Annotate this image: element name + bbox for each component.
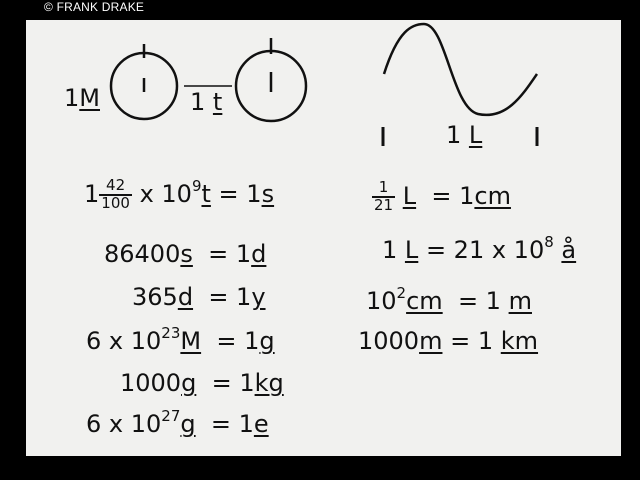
eq-exponent: 8 [544, 233, 554, 251]
eq-result-unit: kg [254, 369, 284, 397]
eq-kilogram-def: 1000g = 1kg [120, 371, 284, 395]
eq-value: 365 [132, 283, 178, 311]
eq-int: 1 [84, 179, 100, 208]
length-label-number: 1 [446, 121, 462, 149]
eq-value: 86400 [104, 240, 181, 268]
eq-equals: = 21 x 10 [425, 236, 545, 264]
fraction-numerator: 42 [99, 177, 132, 196]
eq-prefix: 6 x 10 [86, 327, 162, 355]
time-label: 1 t [190, 90, 222, 114]
eq-unit: g [180, 410, 196, 438]
eq-equals: = 1 [208, 240, 252, 268]
eq-result-unit: cm [474, 181, 511, 210]
eq-equals: = 1 [208, 283, 252, 311]
copyright-credit: © FRANK DRAKE [44, 0, 145, 14]
eq-result-unit: y [251, 283, 266, 311]
fraction-numerator: 1 [372, 179, 396, 198]
eq-value: 1000 [120, 369, 182, 397]
eq-angstrom-def: 1 L = 21 x 108 å [382, 235, 577, 264]
eq-prefix: 6 x 10 [86, 410, 162, 438]
eq-times: x 10 [139, 179, 192, 208]
eq-unit: L [402, 181, 417, 210]
time-unit: t [212, 88, 223, 116]
eq-unit: s [180, 240, 193, 268]
eq-meter-def: 102cm = 1 m [366, 286, 532, 315]
eq-earth-def: 6 x 1027g = 1e [86, 409, 269, 438]
eq-result-unit: å [561, 236, 577, 264]
eq-unit: M [180, 327, 202, 355]
eq-prefix: 10 [366, 287, 397, 315]
eq-result-unit: e [253, 410, 269, 438]
eq-result-unit: d [251, 240, 267, 268]
eq-result-unit: g [259, 327, 275, 355]
eq-result-unit: m [508, 287, 532, 315]
eq-exponent: 27 [161, 407, 181, 425]
mass-label-number: 1 [64, 84, 80, 112]
eq-equals: = 1 [211, 369, 255, 397]
eq-unit: L [404, 236, 419, 264]
length-label: 1 L [446, 123, 482, 147]
eq-year-def: 365d = 1y [132, 285, 266, 309]
eq-unit: d [177, 283, 194, 311]
eq-result-unit: km [500, 327, 539, 355]
eq-equals: = 1 [210, 410, 254, 438]
eq-equals: = 1 [431, 181, 475, 210]
mass-label: 1M [64, 86, 100, 110]
eq-exponent: 23 [161, 324, 181, 342]
time-label-number: 1 [190, 88, 206, 116]
eq-unit: t [201, 179, 211, 208]
eq-equals: = 1 [450, 327, 494, 355]
eq-exponent: 9 [191, 176, 202, 195]
eq-result-unit: s [261, 179, 275, 208]
eq-day-def: 86400s = 1d [104, 242, 266, 266]
eq-unit: cm [406, 287, 443, 315]
fraction-denominator: 21 [374, 195, 394, 214]
eq-equals: = 1 [216, 327, 260, 355]
eq-equals: = 1 [218, 179, 262, 208]
eq-value: 1000 [358, 327, 420, 355]
eq-unit: g [181, 369, 197, 397]
length-unit: L [468, 121, 483, 149]
fraction-denominator: 100 [101, 193, 130, 212]
eq-gram-def: 6 x 1023M = 1g [86, 326, 275, 355]
eq-exponent: 2 [396, 284, 407, 302]
eq-unit: m [419, 327, 443, 355]
eq-equals: = 1 [457, 287, 501, 315]
eq-kilometer-def: 1000m = 1 km [358, 329, 538, 353]
mass-unit: M [79, 84, 100, 112]
sine-wave [382, 22, 539, 117]
eq-prefix: 1 [382, 236, 398, 264]
